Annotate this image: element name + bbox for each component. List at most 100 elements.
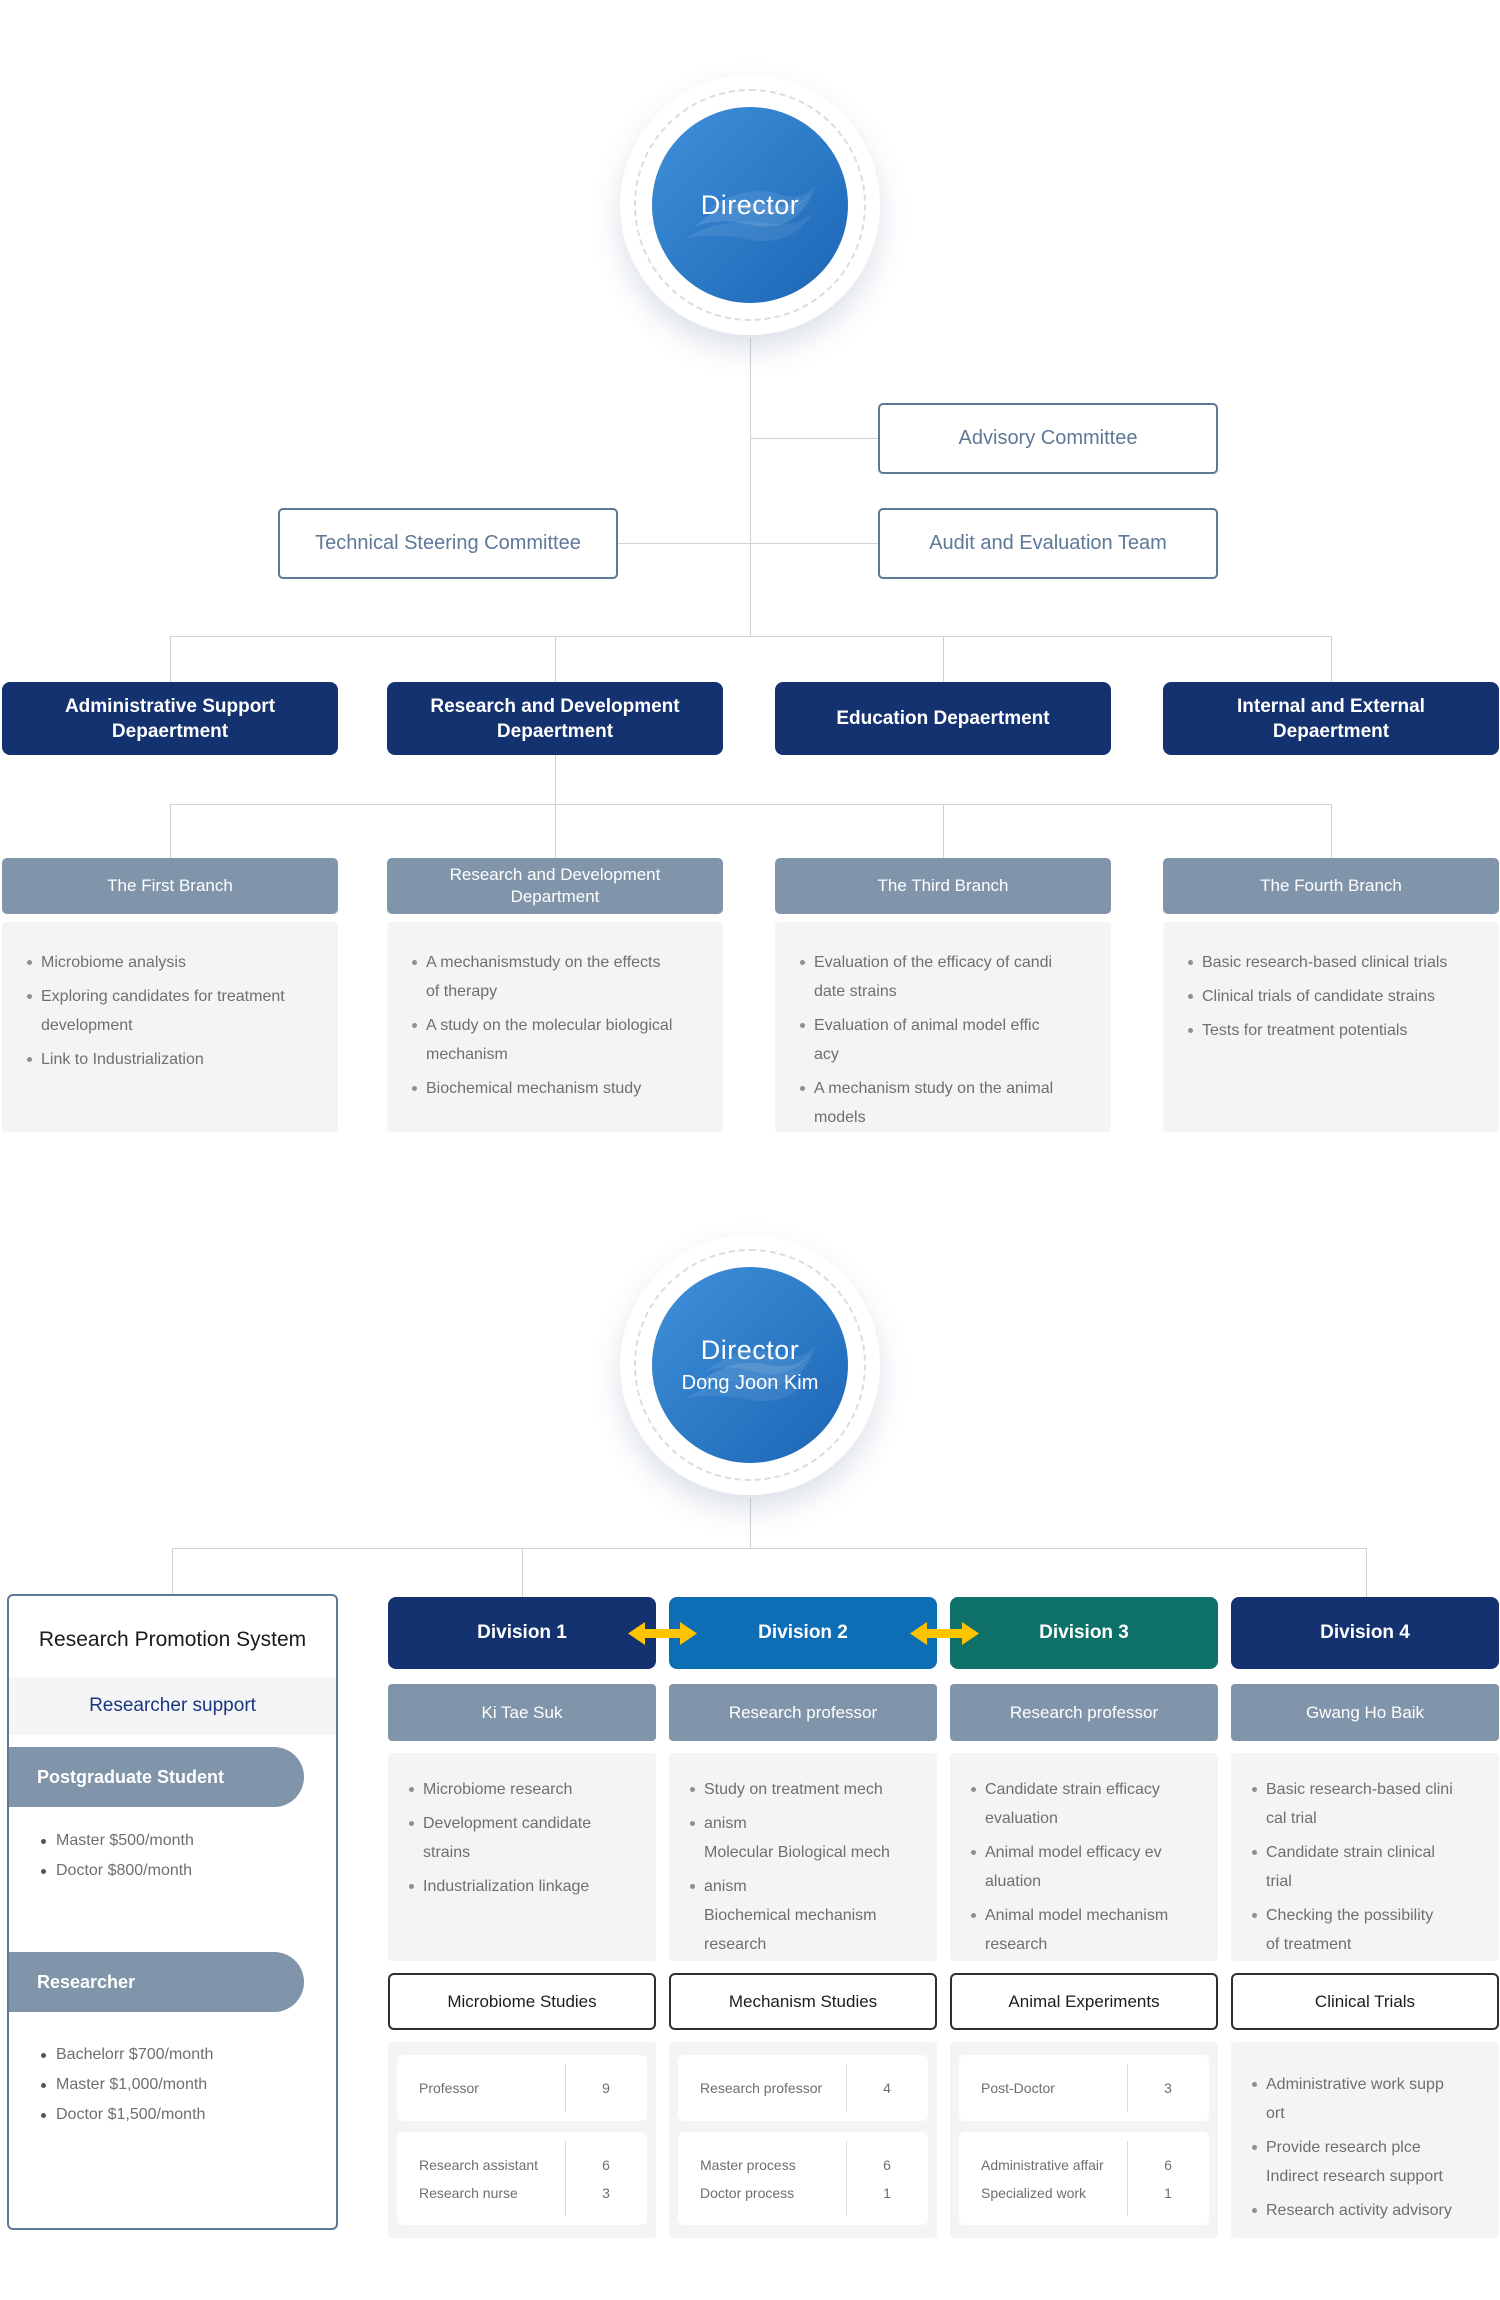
division-head-bar: Ki Tae Suk [388, 1684, 656, 1741]
bullet-line: of treatment [1266, 1936, 1352, 1953]
bullet-text: Link to Industrialization [41, 1045, 204, 1074]
bullet-dot-icon [409, 1787, 414, 1792]
bullet-item: Doctor $800/month [39, 1862, 326, 1880]
branch-label-line: Department [510, 887, 600, 906]
bullet-line: Link to Industrialization [41, 1051, 204, 1068]
bullet-line: cal trial [1266, 1810, 1317, 1827]
division-label: Division 1 [477, 1622, 567, 1643]
bullet-line: Industrialization linkage [423, 1878, 590, 1895]
bullet-text: Basic research-based clinical trials [1202, 948, 1447, 977]
bullet-line: Administrative work supp [1266, 2076, 1444, 2093]
bullet-line: anism [704, 1815, 747, 1832]
staff-role-label: Doctor process [700, 2184, 795, 2201]
bullet-line: Animal model mechanism [985, 1907, 1169, 1924]
promotion-group-pill: Researcher [9, 1952, 304, 2012]
bullet-item: Microbiome analysis [24, 948, 316, 977]
bullet-dot-icon [27, 960, 32, 965]
division-box: Division 1 [388, 1597, 656, 1669]
promotion-panel-title: Research Promotion System [38, 1628, 307, 1651]
bullet-line: A mechanismstudy on the effects [426, 954, 661, 971]
connector-line [750, 438, 878, 439]
bullet-dot-icon [412, 1086, 417, 1091]
connector-line [172, 1548, 1366, 1549]
bullet-line: Basic research-based clini [1266, 1781, 1453, 1798]
bullet-dot-icon [1252, 2208, 1257, 2213]
connector-line [1366, 1548, 1367, 1597]
division-head-label: Gwang Ho Baik [1305, 1702, 1425, 1722]
bullet-dot-icon [971, 1850, 976, 1855]
bullet-item: Master $500/month [39, 1832, 326, 1850]
bullet-item: Research activity advisory [1249, 2196, 1481, 2225]
division-label: Division 2 [758, 1622, 848, 1643]
bullet-dot-icon [1252, 1787, 1257, 1792]
branch-label-line: The Third Branch [877, 876, 1009, 895]
bullet-line: Doctor $800/month [56, 1862, 193, 1879]
staff-count: 3 [602, 2184, 610, 2201]
bullet-item: Bachelorr $700/month [39, 2046, 326, 2064]
branch-label-line: The First Branch [107, 876, 233, 895]
bullet-item: Master $1,000/month [39, 2076, 326, 2094]
bullet-line: of therapy [426, 983, 498, 1000]
promotion-group-pill: Postgraduate Student [9, 1747, 304, 1807]
bullet-text: Tests for treatment potentials [1202, 1016, 1407, 1045]
bullet-line: Clinical trials of candidate strains [1202, 988, 1435, 1005]
connector-line [618, 543, 878, 544]
bullet-text: A mechanismstudy on the effects of therap… [426, 948, 661, 1006]
staff-count: 6 [1164, 2156, 1172, 2173]
bullet-line: Microbiome analysis [41, 954, 186, 971]
bullet-line: mechanism [426, 1046, 508, 1063]
bullet-line: research [704, 1936, 767, 1953]
bullet-dot-icon [1252, 2145, 1257, 2150]
bullet-dot-icon [1188, 960, 1193, 965]
bullet-dot-icon [690, 1787, 695, 1792]
bullet-item: Clinical trials of candidate strains [1185, 982, 1477, 1011]
bullet-line: development [41, 1017, 133, 1034]
bullet-dot-icon [800, 1023, 805, 1028]
division-box: Division 4 [1231, 1597, 1499, 1669]
study-box: Animal Experiments [950, 1973, 1218, 2030]
bullet-dot-icon [27, 1057, 32, 1062]
research-promotion-system-panel: Research Promotion System Researcher sup… [7, 1594, 338, 2230]
bullet-item: Doctor $1,500/month [39, 2106, 326, 2124]
bullet-dot-icon [409, 1821, 414, 1826]
bullet-dot-icon [690, 1884, 695, 1889]
director-name: Dong Joon Kim [681, 1372, 819, 1394]
bullet-dot-icon [41, 1839, 46, 1844]
bullet-text: Clinical trials of candidate strains [1202, 982, 1435, 1011]
bullet-line: Biochemical mechanism study [426, 1080, 642, 1097]
division-head-bar: Research professor [950, 1684, 1218, 1741]
bullet-dot-icon [412, 1023, 417, 1028]
department-box: Education Depaertment [775, 682, 1111, 755]
bullet-dot-icon [971, 1787, 976, 1792]
study-label: Mechanism Studies [728, 1991, 878, 2011]
director-circle-dashed-ring [634, 1249, 866, 1481]
staff-count: 3 [1164, 2080, 1172, 2096]
advisory-committee-box: Advisory Committee [878, 403, 1218, 474]
division-head-bar: Research professor [669, 1684, 937, 1741]
